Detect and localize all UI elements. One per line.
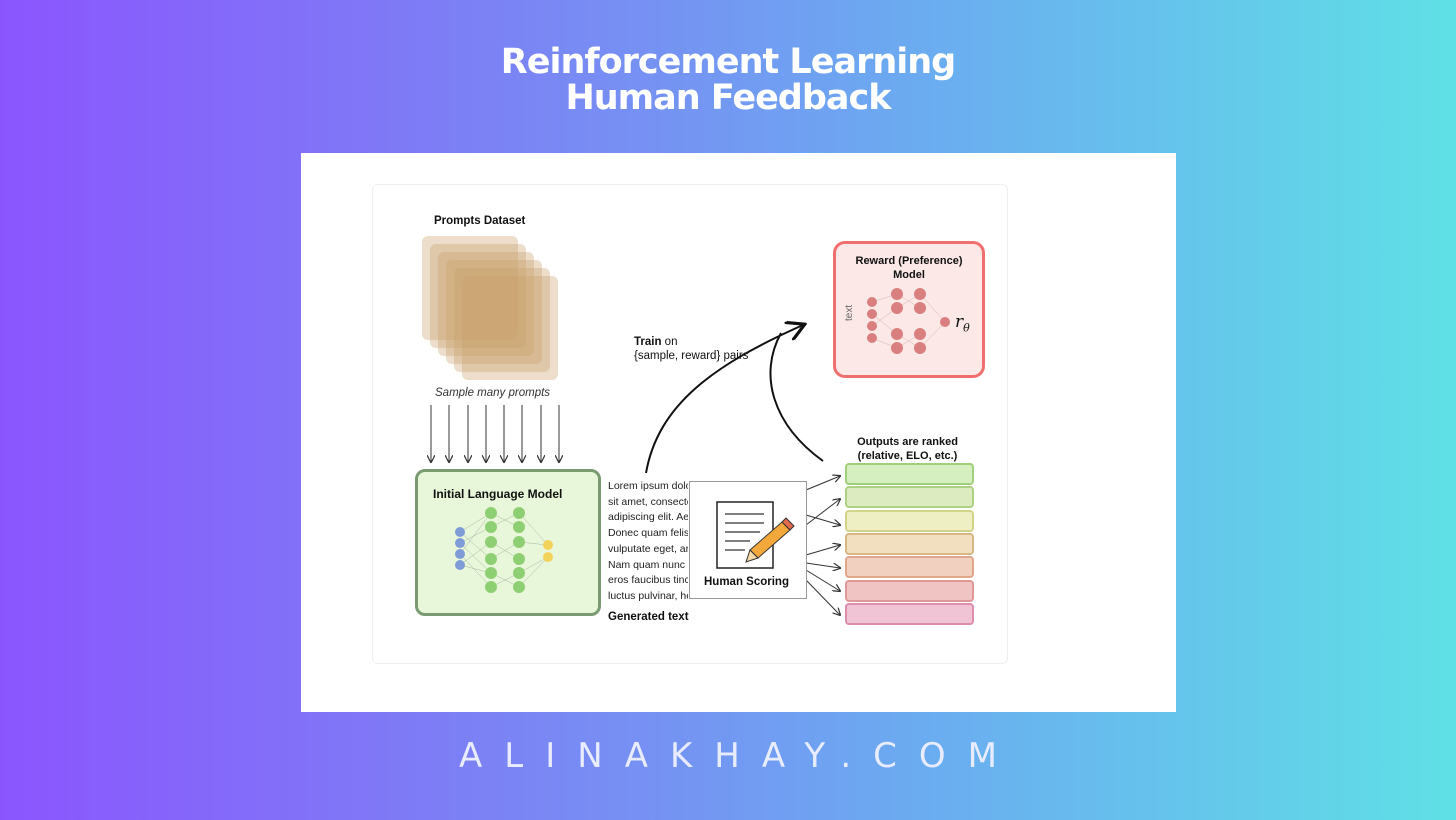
generated-line: adipiscing elit. Aen (608, 510, 688, 526)
human-scoring-box: Human Scoring (689, 481, 807, 599)
reward-feedback-curve (770, 333, 823, 461)
train-label: Train on {sample, reward} pairs (634, 335, 748, 363)
reward-output-symbol: rθ (955, 312, 970, 334)
page-title: Reinforcement Learning Human Feedback (0, 44, 1456, 116)
sample-arrows (431, 405, 559, 462)
ranked-label-line1: Outputs are ranked (845, 435, 970, 449)
human-scoring-label: Human Scoring (704, 576, 789, 588)
title-line-1: Reinforcement Learning (0, 44, 1456, 80)
generated-line: luctus pulvinar, hen (608, 589, 688, 605)
ranked-output-bar (845, 603, 974, 625)
generated-line: vulputate eget, arc (608, 542, 688, 558)
generated-line: Donec quam felis (608, 526, 688, 542)
reward-network-icon (836, 244, 982, 375)
generated-line: eros faucibus tincid (608, 573, 688, 589)
generated-line: Nam quam nunc (608, 558, 688, 574)
ranked-output-bar (845, 580, 974, 602)
ranked-label-line2: (relative, ELO, etc.) (845, 449, 970, 463)
reward-output-r: r (955, 312, 963, 332)
train-label-line2: {sample, reward} pairs (634, 350, 748, 362)
generated-line: Lorem ipsum dolor (608, 479, 688, 495)
generated-line: sit amet, consectet (608, 495, 688, 511)
ranked-outputs-label: Outputs are ranked (relative, ELO, etc.) (845, 435, 970, 463)
train-label-bold: Train (634, 336, 661, 348)
generated-text-sample: Lorem ipsum dolor sit amet, consectet ad… (608, 479, 688, 605)
reward-model: Reward (Preference) Model text (833, 241, 985, 378)
generated-text-label: Generated text (608, 611, 689, 623)
site-footer: ALINAKHAY.COM (0, 736, 1456, 776)
lm-network-icon (418, 472, 598, 613)
ranked-output-bar (845, 556, 974, 578)
title-line-2: Human Feedback (0, 80, 1456, 116)
ranked-output-bar (845, 486, 974, 508)
ranked-output-bar (845, 510, 974, 532)
diagram-panel: Prompts Dataset Sample many prompts (372, 184, 1008, 664)
ranking-arrows (806, 476, 840, 615)
initial-language-model: Initial Language Model (415, 469, 601, 616)
reward-output-subscript: θ (963, 321, 970, 334)
ranked-output-bar (845, 463, 974, 485)
diagram-card: Prompts Dataset Sample many prompts (301, 153, 1176, 712)
train-label-rest: on (661, 336, 677, 348)
ranked-output-bar (845, 533, 974, 555)
